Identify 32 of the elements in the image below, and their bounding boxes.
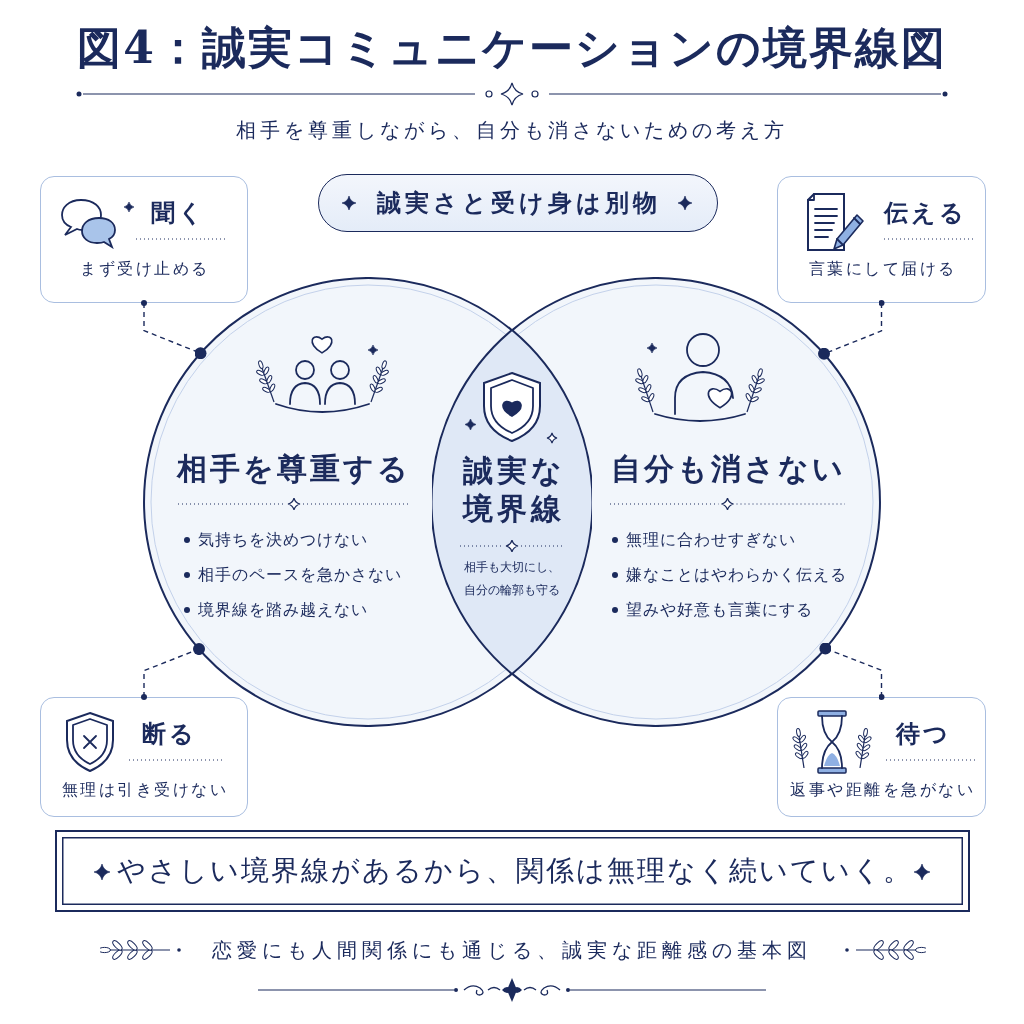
card-heading: 待つ	[895, 718, 951, 750]
dashed-connector	[818, 300, 885, 360]
bullet-item: 望みや好意も言葉にする	[626, 599, 813, 621]
title: 図4：誠実コミュニケーションの境界線図	[77, 21, 947, 75]
tagline-text: 誠実さと受け身は別物	[377, 187, 661, 219]
card-description: 言葉にして届ける	[808, 258, 957, 280]
dashed-connector	[141, 643, 205, 700]
bullet-item: 境界線を踏み越えない	[198, 599, 368, 621]
banner-text: やさしい境界線があるから、関係は無理なく続いていく。	[116, 853, 913, 889]
action-card	[777, 697, 986, 817]
bullet-item: 気持ちを決めつけない	[198, 529, 368, 551]
card-description: 返事や距離を急がない	[790, 779, 975, 801]
dashed-connector	[141, 300, 207, 360]
dashed-connector	[819, 642, 885, 700]
action-card	[40, 176, 248, 303]
circle-heading: 相手を尊重する	[177, 450, 411, 488]
action-card	[40, 697, 248, 817]
circle-heading: 自分も消さない	[610, 450, 846, 488]
bullet-item: 相手のペースを急かさない	[198, 564, 402, 586]
card-heading: 断る	[141, 718, 197, 750]
action-card	[777, 176, 986, 303]
overlap-description: 相手も大切にし、自分の輪郭も守る	[463, 559, 561, 599]
overlap-heading: 誠実な境界線	[461, 452, 566, 528]
subtitle: 相手を尊重しながら、自分も消さないための考え方	[236, 117, 788, 144]
card-description: まず受け止める	[80, 258, 210, 280]
card-heading: 伝える	[883, 197, 967, 229]
card-description: 無理は引き受けない	[61, 779, 229, 801]
message-banner	[55, 830, 970, 912]
caption: 恋愛にも人間関係にも通じる、誠実な距離感の基本図	[212, 937, 812, 964]
bullet-item: 嫌なことはやわらかく伝える	[626, 564, 847, 586]
card-heading: 聞く	[150, 197, 206, 229]
bullet-item: 無理に合わせすぎない	[626, 529, 796, 551]
